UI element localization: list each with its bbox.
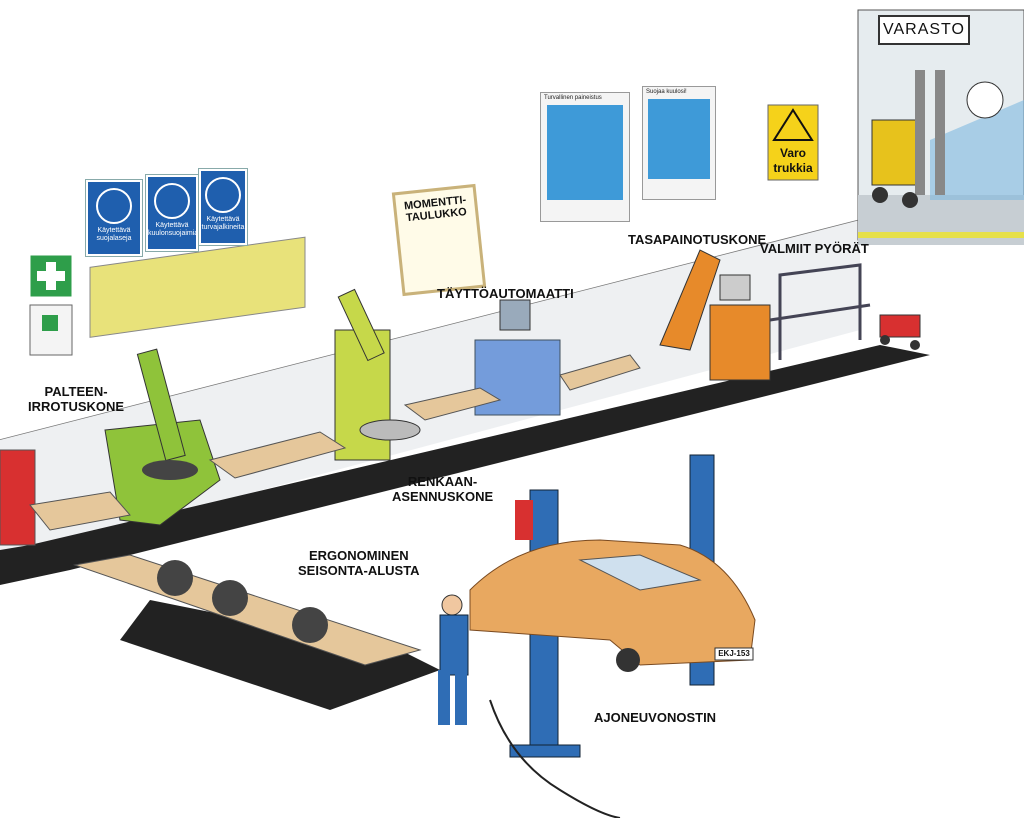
goggles-icon [96,188,132,224]
torque-table-board: MOMENTTI- TAULUKKO [391,183,487,297]
label-finished-wheels: VALMIIT PYÖRÄT [760,241,869,256]
license-plate: EKJ-153 [718,649,750,658]
warehouse-doorway [857,9,1024,245]
first-aid-station [29,254,73,356]
air-hose [489,699,621,819]
roller-conveyor-left [29,491,131,531]
mechanic-icon [438,594,469,725]
label-bead-breaker: PALTEEN- IRROTUSKONE [28,384,125,414]
forklift-icon [871,70,945,208]
label-inflation-machine: TÄYTTÖAUTOMAATTI [437,286,574,301]
warehouse-sign: VARASTO [878,15,970,45]
poster-pressurization: Turvallinen paineistus [540,92,630,222]
roller-conveyor-inflation [403,387,502,421]
label-balancing-machine: TASAPAINOTUSKONE [628,232,767,247]
roller-conveyor-right [559,354,641,391]
poster-hearing: Suojaa kuulosi! [642,86,716,200]
label-ergonomic-mat: ERGONOMINEN SEISONTA-ALUSTA [298,548,420,578]
ergonomic-mat [0,345,930,585]
ear-protection-icon [154,183,190,219]
car [469,539,756,672]
ppe-sign-goggles: Käytettävä suojalaseja [86,180,142,256]
finished-wheels-rack [769,263,871,360]
label-vehicle-lift: AJONEUVONOSTIN [594,710,717,725]
warehouse-emblem-icon [966,81,1004,119]
roller-conveyor-lower [73,554,422,666]
boot-icon [205,177,241,213]
ppe-sign-ear: Käytettävä kuulonsuojaimia [146,175,198,251]
ppe-sign-boots: Käytettävä turvajalkineita [199,169,247,245]
hand-cart [879,314,921,350]
bead-breaker-machine [104,348,221,526]
balancing-machine [659,249,771,381]
forklift-warning-sign [767,104,819,181]
tool-pegboard [89,236,306,338]
ergonomic-mat-lower [120,600,440,710]
tyre-cabinet [0,449,36,546]
tyre-changer-machine [334,288,421,461]
roller-conveyor-mid [208,431,347,479]
label-tyre-changer: RENKAAN- ASENNUSKONE [392,474,494,504]
forklift-warning-text: Varo trukkia [773,146,813,175]
